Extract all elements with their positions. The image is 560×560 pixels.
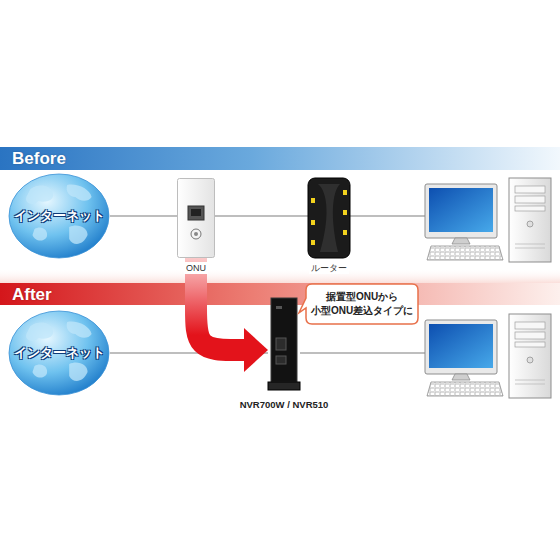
lan-wire [300, 352, 425, 354]
nvr-stand [268, 382, 300, 390]
continent-shape [26, 186, 53, 204]
globe-shape [9, 311, 109, 395]
onu-body [178, 179, 215, 258]
node-label: NVR700W / NVR510 [238, 399, 331, 411]
connector-line [215, 215, 308, 217]
before-band [0, 147, 560, 170]
status-led [343, 210, 347, 215]
node-shape [306, 284, 418, 324]
continent-shape [69, 225, 87, 244]
node-label: インターネット [14, 345, 105, 362]
power-button [191, 229, 201, 239]
nvr-router-device: NVR700W / NVR510 [268, 298, 300, 390]
continent-shape [26, 323, 53, 341]
continent-shape [67, 322, 92, 338]
continent-shape [69, 362, 87, 381]
lan-port [188, 206, 204, 220]
band-title: Before [0, 147, 560, 170]
node-label: インターネット [14, 208, 105, 225]
connector-line [110, 215, 177, 217]
continent-shape [67, 185, 92, 201]
router-device: ルーター [308, 178, 350, 258]
status-led [343, 230, 347, 235]
pc-illustration [425, 314, 551, 398]
status-led [343, 190, 347, 195]
node-shape [177, 178, 215, 258]
connector-line [110, 352, 268, 354]
internet-globe: インターネット [8, 173, 110, 259]
continent-shape [32, 227, 47, 240]
callout-outline [299, 284, 418, 324]
node-label: ルーター [309, 262, 349, 274]
continent-shape [32, 364, 47, 377]
nvr-body [271, 298, 297, 382]
callout-bubble: 据置型ONUから 小型ONU差込タイプに [306, 284, 418, 324]
status-led [311, 198, 315, 203]
internet-globe: インターネット [8, 310, 110, 396]
globe-shape [9, 174, 109, 258]
node-shape [268, 298, 300, 390]
after-glow [0, 268, 560, 283]
node-label: ONU [184, 262, 208, 274]
lan-wire [350, 215, 425, 217]
status-led [311, 220, 315, 225]
status-led [311, 240, 315, 245]
callout-text: 据置型ONUから 小型ONU差込タイプに [311, 290, 413, 318]
node-shape [308, 178, 350, 258]
pc-illustration [425, 178, 551, 262]
section-band: Before [0, 147, 560, 170]
onu-device: ONU [177, 178, 215, 258]
router-body [308, 178, 350, 258]
